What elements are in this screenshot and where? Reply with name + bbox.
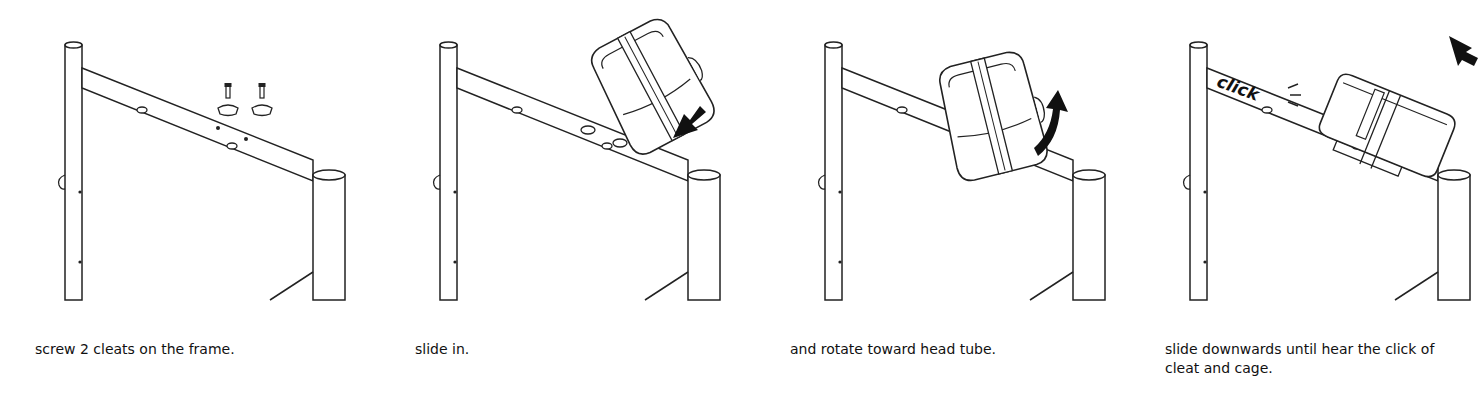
step-caption: and rotate toward head tube. xyxy=(790,340,1130,359)
step-caption: slide downwards until hear the click of … xyxy=(1165,340,1470,378)
step-caption: screw 2 cleats on the frame. xyxy=(35,340,375,359)
step-caption: slide in. xyxy=(415,340,755,359)
sound-cue: click xyxy=(1215,72,1262,105)
